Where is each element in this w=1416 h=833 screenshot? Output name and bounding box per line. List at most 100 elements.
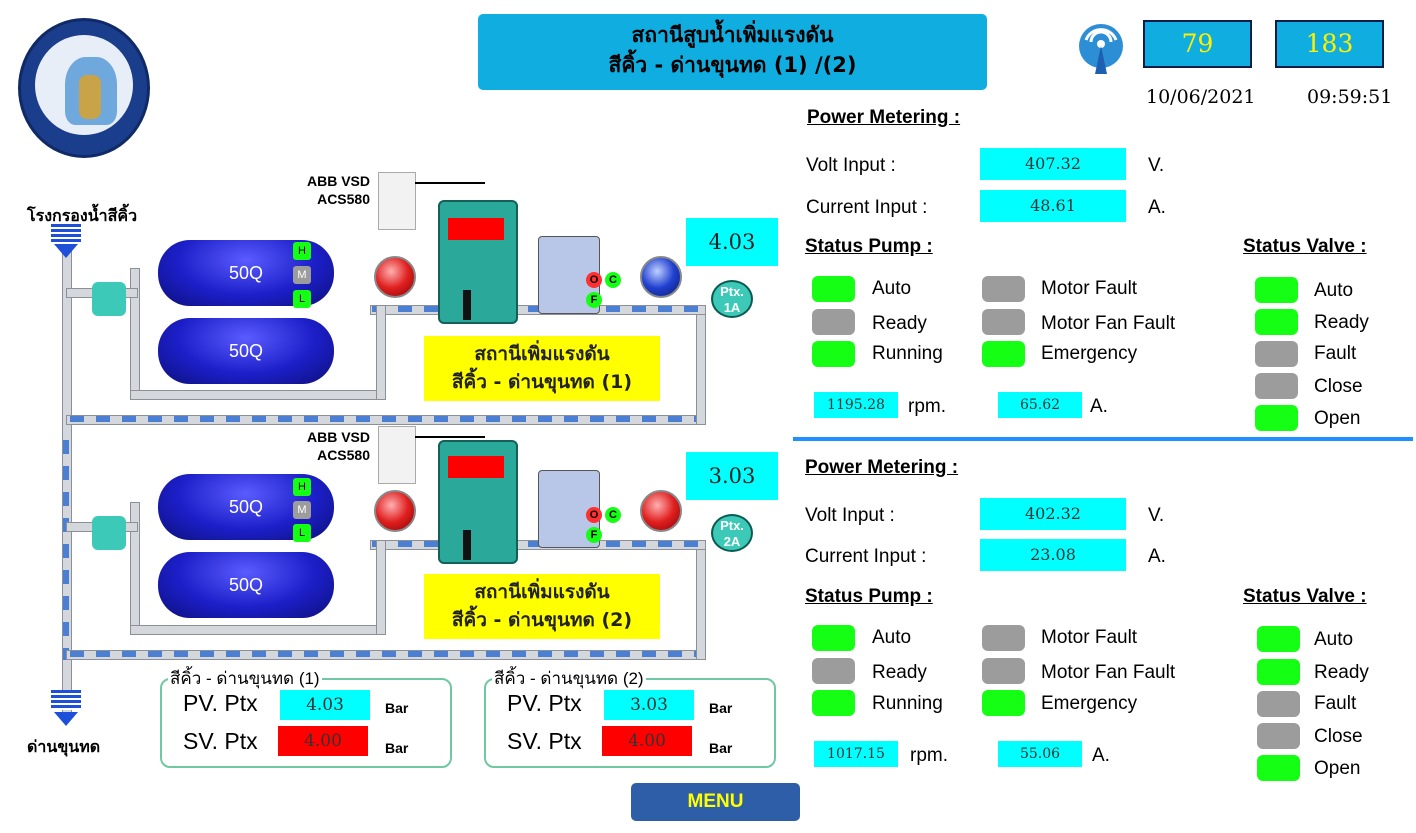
station1-vsd-label: ABB VSD ACS580	[296, 172, 370, 208]
pv-panel-1-sv-input[interactable]: 4.00	[278, 726, 368, 756]
station2-level-low: L	[293, 524, 311, 542]
pv-panel-1-sv-unit: Bar	[385, 740, 409, 756]
station2-pump-shaft	[463, 530, 471, 560]
station1-bottom-header	[130, 390, 382, 400]
station2-pressure-readout: 3.03	[686, 452, 778, 500]
station2-ptx-icon: Ptx. 2A	[711, 514, 753, 552]
s1-current-label: Current Input :	[806, 197, 928, 218]
s2-pump-auto-label: Auto	[872, 627, 912, 648]
s2-pump-ready-led	[812, 658, 855, 684]
pv-panel-2-pv-unit: Bar	[709, 700, 733, 716]
s1-valve-close-label: Close	[1314, 376, 1363, 397]
pv-panel-1-sv-label: SV. Ptx	[183, 728, 258, 754]
station2-level-mid: M	[293, 501, 311, 519]
s2-amp-unit: A.	[1092, 745, 1110, 766]
station1-vsd-icon	[378, 172, 416, 230]
page-title: สถานีสูบน้ำเพิ่มแรงดัน สีคิ้ว - ด่านขุนท…	[478, 14, 987, 90]
station1-level-mid: M	[293, 266, 311, 284]
s1-emergency-led	[982, 341, 1025, 367]
s1-current-unit: A.	[1148, 197, 1166, 218]
s1-rpm-unit: rpm.	[908, 396, 946, 417]
s1-volt-value: 407.32	[980, 148, 1126, 180]
menu-button[interactable]: MENU	[631, 783, 800, 821]
station1-return-flow	[70, 416, 700, 422]
title-line-1: สถานีสูบน้ำเพิ่มแรงดัน	[631, 23, 834, 47]
station1-pressure-readout: 4.03	[686, 218, 778, 266]
signal-broadcast-icon	[1074, 22, 1128, 76]
s2-emergency-led	[982, 690, 1025, 716]
s1-valve-ready-led	[1255, 309, 1298, 335]
s1-valve-auto-led	[1255, 277, 1298, 303]
s2-valve-fault-led	[1257, 691, 1300, 717]
s1-motor-fan-fault-led	[982, 309, 1025, 335]
station1-vsd-label-1: ABB VSD	[306, 173, 370, 189]
station2-name-line-1: สถานีเพิ่มแรงดัน	[474, 581, 610, 603]
s2-valve-auto-led	[1257, 626, 1300, 652]
time-display: 09:59:51	[1307, 86, 1393, 108]
station1-discharge-gauge-icon	[640, 256, 682, 298]
s1-emergency-label: Emergency	[1041, 343, 1138, 364]
s1-current-value: 48.61	[980, 190, 1126, 222]
s1-valve-fault-label: Fault	[1314, 343, 1357, 364]
s2-emergency-label: Emergency	[1041, 693, 1138, 714]
station2-suction-gauge-icon	[374, 490, 416, 532]
pv-panel-1-pv-unit: Bar	[385, 700, 409, 716]
pv-panel-2-sv-input[interactable]: 4.00	[602, 726, 692, 756]
station1-ptx-icon: Ptx. 1A	[711, 280, 753, 318]
s2-motor-fan-fault-label: Motor Fan Fault	[1041, 662, 1176, 683]
s1-volt-label: Volt Input :	[806, 155, 896, 176]
pv-panel-2-pv-value: 3.03	[604, 690, 694, 720]
s1-pump-ready-led	[812, 309, 855, 335]
station1-suction-gauge-icon	[374, 256, 416, 298]
s1-amp-value: 65.62	[998, 392, 1082, 418]
logo-emblem	[35, 35, 133, 135]
s2-valve-title: Status Valve :	[1243, 586, 1367, 607]
s1-pump-ready-label: Ready	[872, 313, 927, 334]
s2-volt-value: 402.32	[980, 498, 1126, 530]
station1-ptx-label-1: Ptx.	[720, 284, 744, 299]
station2-inlet-valve-icon[interactable]	[92, 516, 126, 550]
station1-name-line-1: สถานีเพิ่มแรงดัน	[474, 343, 610, 365]
station1-inlet-valve-icon[interactable]	[92, 282, 126, 316]
s2-motor-fan-fault-led	[982, 658, 1025, 684]
s1-valve-fault-led	[1255, 341, 1298, 367]
station2-vsd-icon	[378, 426, 416, 484]
s1-pump-auto-led	[812, 276, 855, 302]
station2-discharge-gauge-icon	[640, 490, 682, 532]
station1-pump-shaft	[463, 290, 471, 320]
station1-valve-open-indicator: O	[586, 272, 602, 288]
station1-valve-close-indicator: C	[605, 272, 621, 288]
s2-current-label: Current Input :	[805, 546, 927, 567]
s2-valve-open-led	[1257, 755, 1300, 781]
s2-power-title: Power Metering :	[805, 457, 959, 478]
station1-valve-fault-indicator: F	[586, 292, 602, 308]
pv-panel-1-pv-label: PV. Ptx	[183, 690, 258, 716]
s2-amp-value: 55.06	[998, 741, 1082, 767]
station2-valve-fault-indicator: F	[586, 527, 602, 543]
s2-rpm-value: 1017.15	[814, 741, 898, 767]
station1-ptx-label-2: 1A	[723, 300, 741, 315]
station1-name-box: สถานีเพิ่มแรงดัน สีคิ้ว - ด่านขุนทด (1)	[424, 336, 660, 401]
station2-valve-open-indicator: O	[586, 507, 602, 523]
station2-valve-close-indicator: C	[605, 507, 621, 523]
station2-return-flow	[70, 651, 700, 657]
s2-valve-auto-label: Auto	[1314, 629, 1354, 650]
station1-tank-bottom: 50Q	[158, 318, 334, 384]
pv-panel-1-pv-value: 4.03	[280, 690, 370, 720]
station-divider	[793, 437, 1413, 441]
s1-valve-title: Status Valve :	[1243, 236, 1367, 257]
station2-name-line-2: สีคิ้ว - ด่านขุนทด (2)	[451, 609, 633, 631]
station2-right-header	[376, 540, 386, 635]
inlet-arrow-icon	[54, 244, 78, 258]
s2-valve-close-led	[1257, 723, 1300, 749]
counter-1: 79	[1143, 20, 1252, 68]
station1-pump-status-screen	[448, 218, 504, 240]
s1-motor-fault-led	[982, 276, 1025, 302]
station1-right-header	[376, 305, 386, 400]
s2-motor-fault-label: Motor Fault	[1041, 627, 1138, 648]
station2-vsd-label-2: ACS580	[317, 447, 370, 463]
s2-pump-title: Status Pump :	[805, 586, 933, 607]
logo-figure-detail	[79, 75, 101, 119]
s1-amp-unit: A.	[1090, 396, 1108, 417]
date-display: 10/06/2021	[1146, 86, 1256, 108]
